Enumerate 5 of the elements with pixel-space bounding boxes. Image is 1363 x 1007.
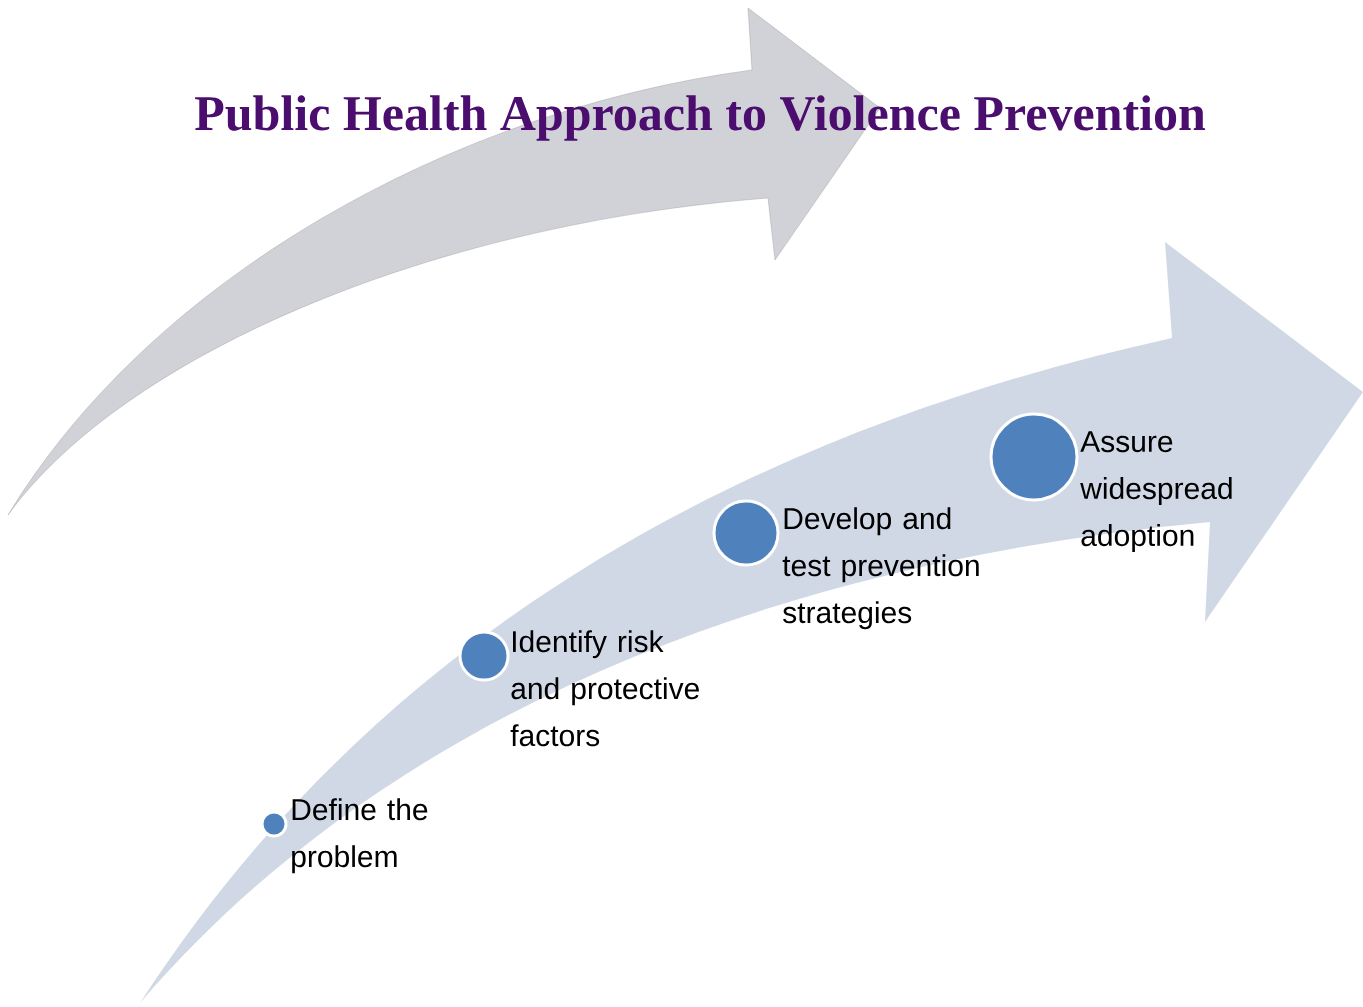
step-label: Identify risk and protective factors <box>510 630 699 747</box>
step-label: Develop and test prevention strategies <box>782 507 979 630</box>
step-label: Assure widespread adoption <box>1080 431 1232 553</box>
step-label: Define the problem <box>292 798 428 874</box>
title: Public Health Approach to Violence Prevention <box>195 95 1206 141</box>
